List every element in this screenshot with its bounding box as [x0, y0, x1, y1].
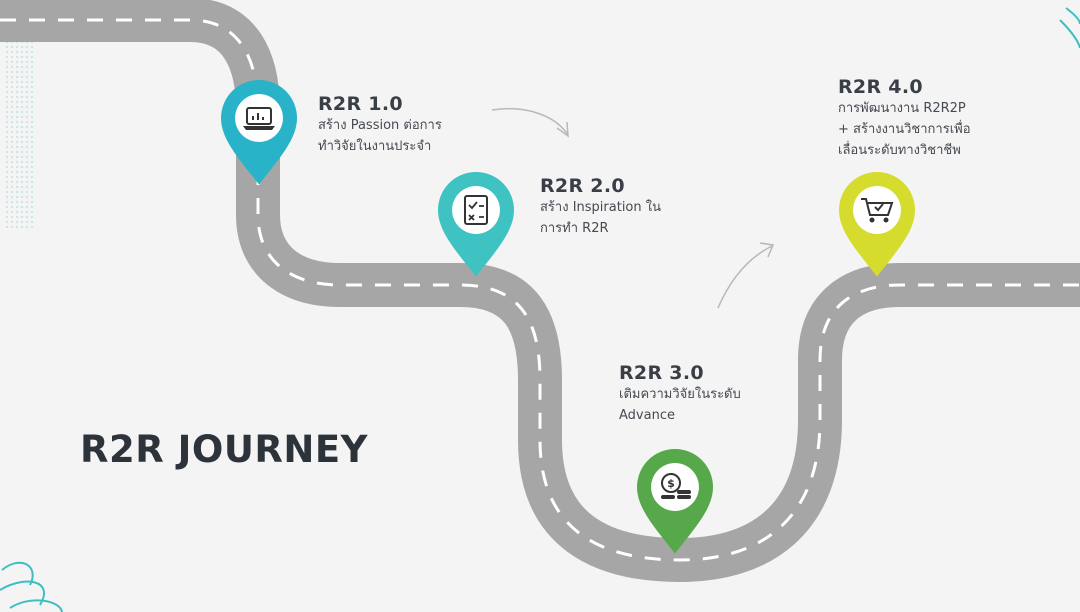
- laptop-chart-icon: [243, 107, 275, 130]
- scribble-decoration: [0, 7, 1080, 612]
- milestone-4-line-3: เลื่อนระดับทางวิชาชีพ: [838, 143, 961, 158]
- map-pin-2: [438, 172, 514, 277]
- milestone-2-line-1: สร้าง Inspiration ใน: [540, 200, 661, 215]
- milestone-2-line-2: การทำ R2R: [540, 221, 609, 236]
- milestone-3-line-2: Advance: [619, 408, 675, 423]
- milestone-3-title: R2R 3.0: [619, 362, 704, 384]
- map-pin-4: [839, 172, 915, 277]
- milestone-1-title: R2R 1.0: [318, 93, 403, 115]
- coins-dollar-icon: $: [661, 473, 691, 499]
- milestone-4-line-1: การพัฒนางาน R2R2P: [838, 101, 966, 116]
- arrow-decoration: [491, 108, 775, 309]
- milestone-3: R2R 3.0 เติมความวิจัยในระดับ Advance: [619, 362, 819, 426]
- milestone-3-line-1: เติมความวิจัยในระดับ: [619, 387, 741, 402]
- map-pin-3: $: [637, 449, 713, 554]
- milestone-4-line-2: + สร้างงานวิชาการเพื่อ: [838, 122, 971, 137]
- milestone-1: R2R 1.0 สร้าง Passion ต่อการ ทำวิจัยในงา…: [318, 93, 518, 157]
- road: [0, 0, 1080, 583]
- milestone-1-line-1: สร้าง Passion ต่อการ: [318, 118, 442, 133]
- milestone-1-line-2: ทำวิจัยในงานประจำ: [318, 139, 432, 154]
- svg-text:$: $: [667, 477, 675, 490]
- page-title: R2R JOURNEY: [80, 428, 368, 471]
- milestone-2-title: R2R 2.0: [540, 175, 625, 197]
- checklist-icon: [464, 195, 488, 225]
- milestone-4-title: R2R 4.0: [838, 76, 923, 98]
- milestone-2: R2R 2.0 สร้าง Inspiration ใน การทำ R2R: [540, 175, 740, 239]
- dot-pattern-decoration: [4, 40, 34, 230]
- map-pin-1: [221, 80, 297, 185]
- milestone-4: R2R 4.0 การพัฒนางาน R2R2P + สร้างงานวิชา…: [838, 76, 1068, 161]
- shopping-cart-icon: [861, 198, 894, 223]
